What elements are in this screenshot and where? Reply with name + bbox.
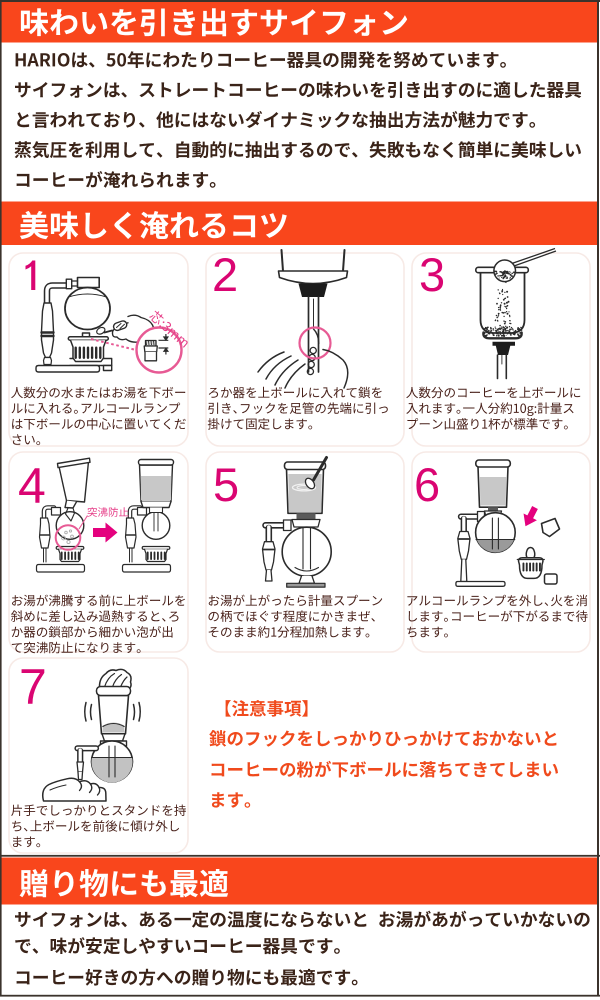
svg-text:3: 3 <box>419 248 445 301</box>
svg-text:4: 4 <box>18 458 46 514</box>
svg-text:2: 2 <box>212 248 238 301</box>
svg-text:6: 6 <box>414 458 440 511</box>
svg-text:5: 5 <box>213 458 239 511</box>
svg-text:7: 7 <box>19 659 47 715</box>
